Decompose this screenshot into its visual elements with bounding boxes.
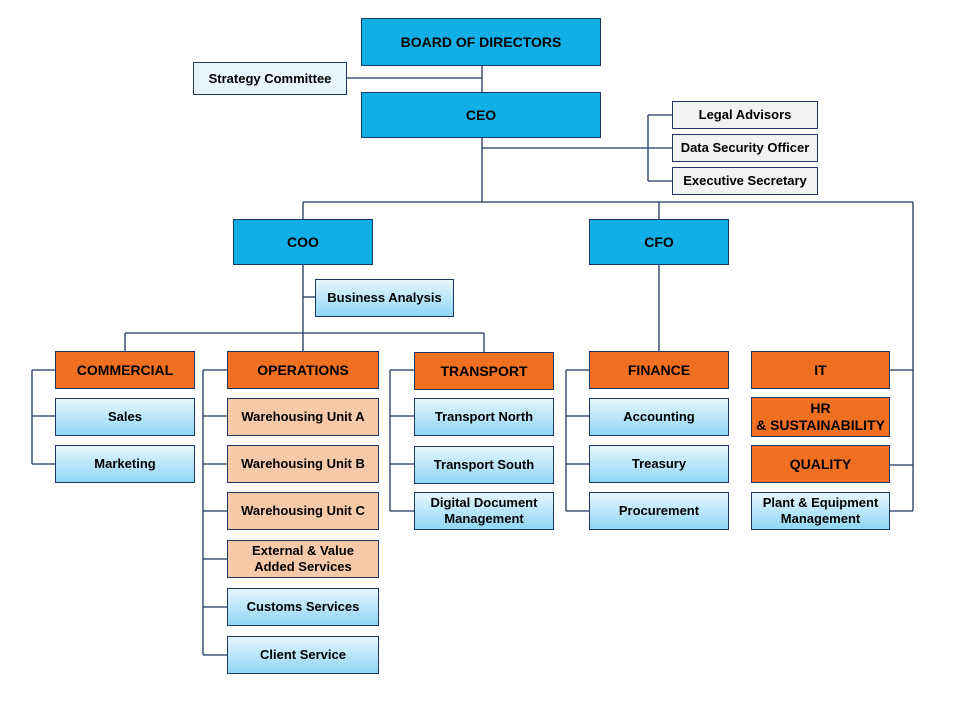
transport-box: TRANSPORT xyxy=(414,352,554,390)
coo-label: COO xyxy=(287,233,319,250)
legal-advisors-box: Legal Advisors xyxy=(672,101,818,129)
it-label: IT xyxy=(814,361,827,378)
quality-label: QUALITY xyxy=(789,455,852,472)
warehousing-unit-a-label: Warehousing Unit A xyxy=(241,409,365,425)
marketing-label: Marketing xyxy=(94,456,156,472)
board-label: BOARD OF DIRECTORS xyxy=(400,33,562,50)
warehousing-unit-c-label: Warehousing Unit C xyxy=(241,503,365,519)
accounting-box: Accounting xyxy=(589,398,729,436)
it-box: IT xyxy=(751,351,890,389)
procurement-label: Procurement xyxy=(618,503,700,519)
customs-services-label: Customs Services xyxy=(246,599,360,615)
sales-label: Sales xyxy=(108,409,142,425)
hr-sustainability-box: HR & SUSTAINABILITY xyxy=(751,397,890,437)
executive-secretary-label: Executive Secretary xyxy=(683,173,807,189)
commercial-label: COMMERCIAL xyxy=(76,361,174,378)
transport-north-box: Transport North xyxy=(414,398,554,436)
hr-sustainability-label: HR & SUSTAINABILITY xyxy=(756,400,885,433)
ceo-box: CEO xyxy=(361,92,601,138)
transport-label: TRANSPORT xyxy=(440,362,528,379)
business-analysis-box: Business Analysis xyxy=(315,279,454,317)
accounting-label: Accounting xyxy=(623,409,695,425)
transport-north-label: Transport North xyxy=(434,409,534,425)
cfo-box: CFO xyxy=(589,219,729,265)
coo-box: COO xyxy=(233,219,373,265)
client-service-label: Client Service xyxy=(260,647,346,663)
operations-label: OPERATIONS xyxy=(257,361,349,378)
data-security-officer-box: Data Security Officer xyxy=(672,134,818,162)
commercial-box: COMMERCIAL xyxy=(55,351,195,389)
executive-secretary-box: Executive Secretary xyxy=(672,167,818,195)
strategy-committee-box: Strategy Committee xyxy=(193,62,347,95)
warehousing-unit-b-label: Warehousing Unit B xyxy=(241,456,365,472)
plant-equipment-management-label: Plant & Equipment Management xyxy=(762,495,879,526)
cfo-label: CFO xyxy=(644,233,674,250)
procurement-box: Procurement xyxy=(589,492,729,530)
client-service-box: Client Service xyxy=(227,636,379,674)
finance-box: FINANCE xyxy=(589,351,729,389)
board-of-directors-box: BOARD OF DIRECTORS xyxy=(361,18,601,66)
customs-services-box: Customs Services xyxy=(227,588,379,626)
legal-advisors-label: Legal Advisors xyxy=(698,107,792,123)
marketing-box: Marketing xyxy=(55,445,195,483)
transport-south-label: Transport South xyxy=(433,457,535,473)
business-analysis-label: Business Analysis xyxy=(327,290,442,306)
finance-label: FINANCE xyxy=(627,361,691,378)
warehousing-unit-b-box: Warehousing Unit B xyxy=(227,445,379,483)
transport-south-box: Transport South xyxy=(414,446,554,484)
digital-document-management-box: Digital Document Management xyxy=(414,492,554,530)
sales-box: Sales xyxy=(55,398,195,436)
strategy-committee-label: Strategy Committee xyxy=(208,70,332,86)
warehousing-unit-a-box: Warehousing Unit A xyxy=(227,398,379,436)
plant-equipment-management-box: Plant & Equipment Management xyxy=(751,492,890,530)
operations-box: OPERATIONS xyxy=(227,351,379,389)
warehousing-unit-c-box: Warehousing Unit C xyxy=(227,492,379,530)
data-security-officer-label: Data Security Officer xyxy=(680,140,810,156)
treasury-box: Treasury xyxy=(589,445,729,483)
external-value-added-services-label: External & Value Added Services xyxy=(252,543,354,574)
ceo-label: CEO xyxy=(465,106,497,123)
treasury-label: Treasury xyxy=(631,456,687,472)
external-value-added-services-box: External & Value Added Services xyxy=(227,540,379,578)
digital-document-management-label: Digital Document Management xyxy=(430,495,538,526)
quality-box: QUALITY xyxy=(751,445,890,483)
